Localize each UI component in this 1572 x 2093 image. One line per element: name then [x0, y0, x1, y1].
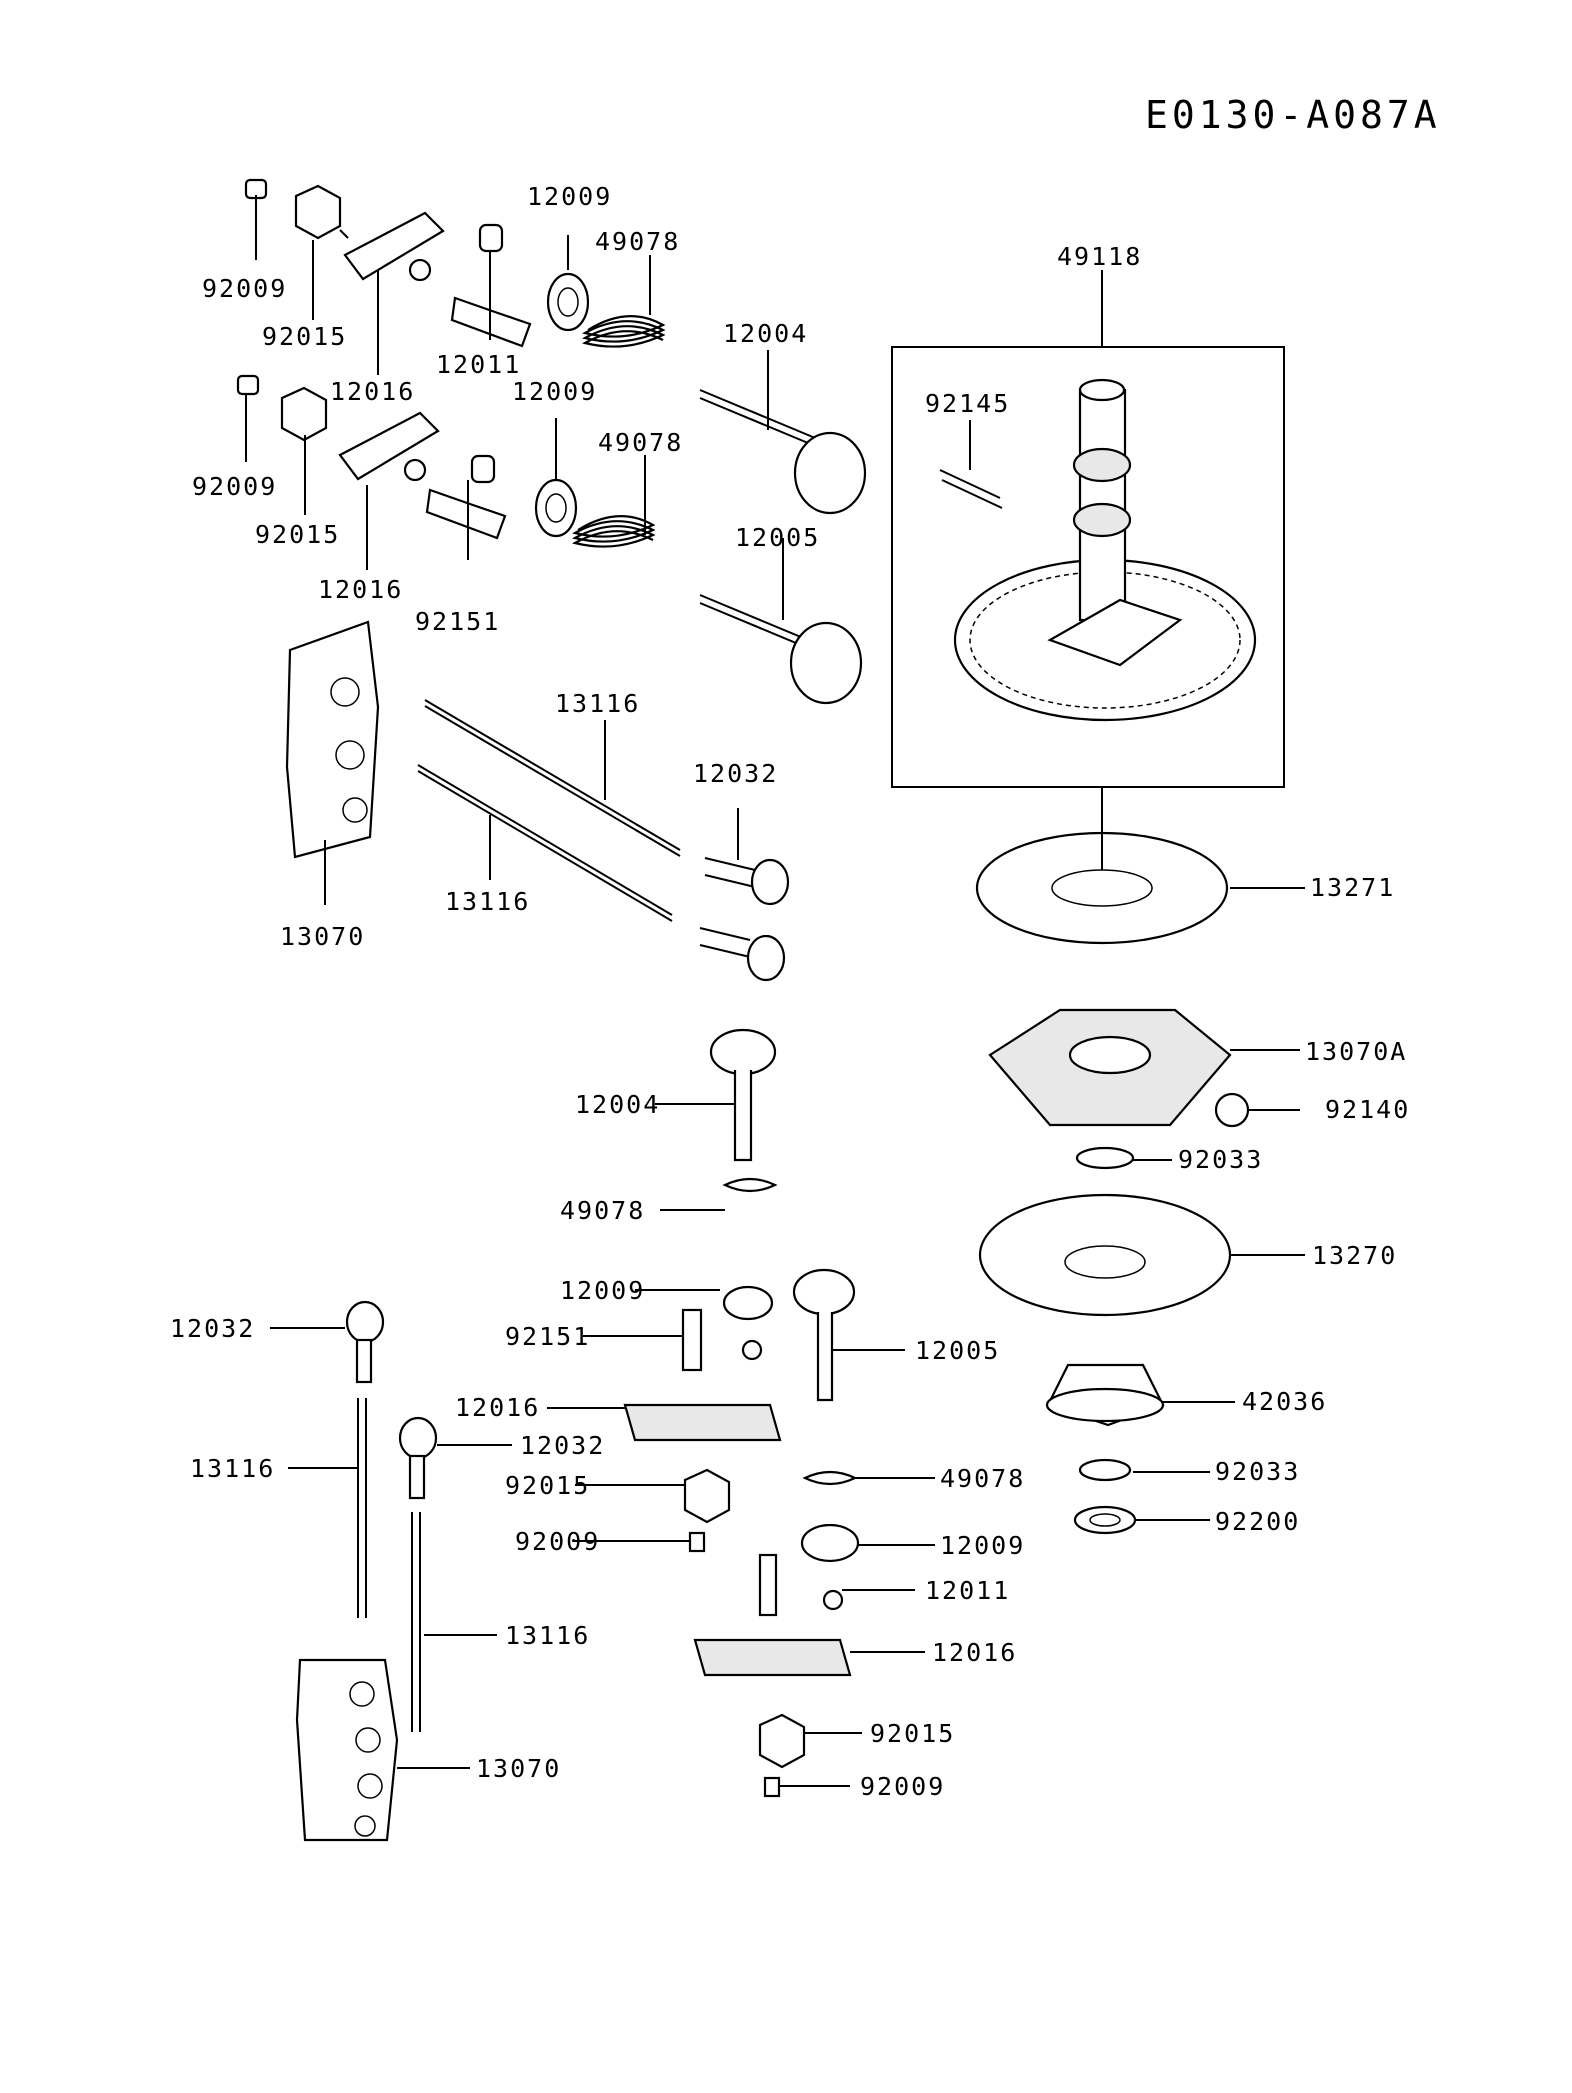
leader-lines: [245, 195, 1305, 1787]
push-rod-guide-plate-lower: [295, 1658, 399, 1842]
label-12011-b: 12011: [925, 1576, 1010, 1605]
label-92151-b: 92151: [505, 1322, 590, 1351]
label-92200: 92200: [1215, 1507, 1300, 1536]
label-13070A: 13070A: [1305, 1037, 1407, 1066]
label-92015-a: 92015: [262, 322, 347, 351]
label-13070-b: 13070: [476, 1754, 561, 1783]
label-92015-c: 92015: [505, 1471, 590, 1500]
camshaft-assembly-box: [891, 346, 1285, 788]
label-92009-d: 92009: [860, 1772, 945, 1801]
lower-valve-assembly: [623, 1028, 860, 1798]
label-12009-d: 12009: [940, 1531, 1025, 1560]
label-12016-a: 12016: [330, 377, 415, 406]
label-12016-d: 12016: [932, 1638, 1017, 1667]
part-labels: 92009 92015 12016 12011 12009 49078 1200…: [170, 182, 1410, 1801]
label-13116-c: 13116: [190, 1454, 275, 1483]
label-49078-c: 49078: [560, 1196, 645, 1225]
label-92033-b: 92033: [1215, 1457, 1300, 1486]
label-92009-a: 92009: [202, 274, 287, 303]
label-49078-d: 49078: [940, 1464, 1025, 1493]
label-92140: 92140: [1325, 1095, 1410, 1124]
label-92009-c: 92009: [515, 1527, 600, 1556]
label-13116-d: 13116: [505, 1621, 590, 1650]
label-49078-a: 49078: [595, 227, 680, 256]
label-12011-a: 12011: [436, 350, 521, 379]
label-12004-a: 12004: [723, 319, 808, 348]
label-12032-a: 12032: [693, 759, 778, 788]
label-92015-d: 92015: [870, 1719, 955, 1748]
lower-push-rods: [345, 1300, 438, 1732]
label-92151-a: 92151: [415, 607, 500, 636]
label-12009-b: 12009: [512, 377, 597, 406]
label-92009-b: 92009: [192, 472, 277, 501]
label-13270: 13270: [1312, 1241, 1397, 1270]
label-13070-a: 13070: [280, 922, 365, 951]
label-12005-b: 12005: [915, 1336, 1000, 1365]
diagram-code: E0130-A087A: [1145, 93, 1441, 137]
label-13116-b: 13116: [445, 887, 530, 916]
label-12004-b: 12004: [575, 1090, 660, 1119]
label-12009-a: 12009: [527, 182, 612, 211]
label-92015-b: 92015: [255, 520, 340, 549]
upper-rocker-assembly-1: [244, 178, 867, 515]
label-12005-a: 12005: [735, 523, 820, 552]
camshaft-gear: [939, 378, 1257, 722]
label-92033-a: 92033: [1178, 1145, 1263, 1174]
push-rods-upper: [417, 699, 790, 982]
governor-stack: [975, 831, 1250, 1535]
label-49118: 49118: [1057, 242, 1142, 271]
label-92145: 92145: [925, 389, 1010, 418]
label-12016-b: 12016: [318, 575, 403, 604]
label-12032-b: 12032: [170, 1314, 255, 1343]
label-12009-c: 12009: [560, 1276, 645, 1305]
label-42036: 42036: [1242, 1387, 1327, 1416]
label-13271: 13271: [1310, 873, 1395, 902]
label-49078-b: 49078: [598, 428, 683, 457]
push-rod-guide-plate-upper: [285, 620, 380, 859]
label-13116-a: 13116: [555, 689, 640, 718]
label-12032-c: 12032: [520, 1431, 605, 1460]
label-12016-c: 12016: [455, 1393, 540, 1422]
